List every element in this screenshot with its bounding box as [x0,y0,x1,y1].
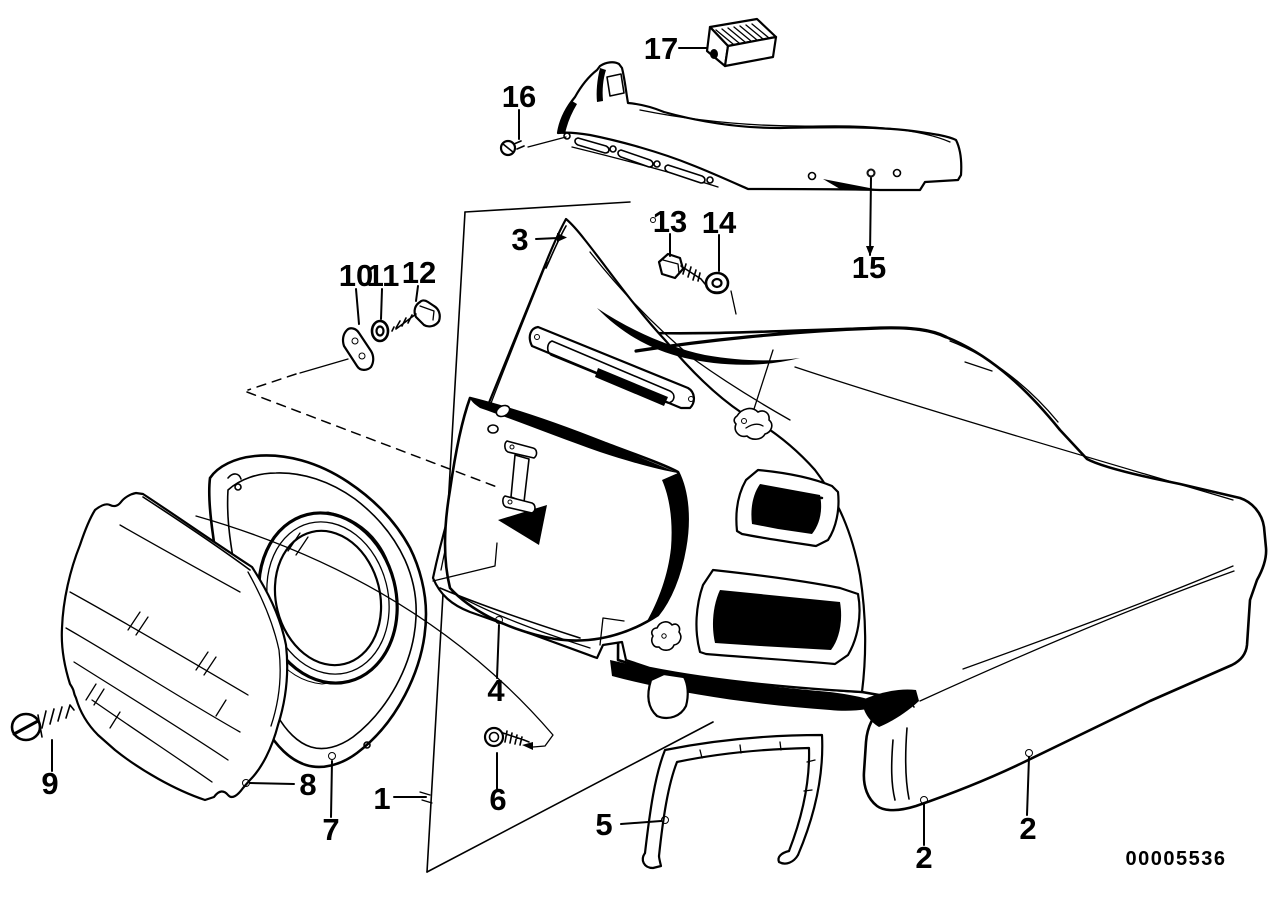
diagram-id-number: 00005536 [1126,848,1227,870]
lower-trim-bracket [641,733,824,870]
callout-8: 8 [299,767,316,802]
callout-10: 10 [339,258,373,293]
callout-6: 6 [489,782,506,817]
callout-4: 4 [487,673,505,708]
screw-6 [483,726,530,748]
side-vent-louvers [695,468,861,666]
plate-10 [341,327,375,371]
headlight-opening [432,396,689,649]
callout-17: 17 [644,31,678,66]
screw-16 [499,139,525,157]
callout-12: 12 [402,255,436,290]
grommet-14 [704,271,730,295]
windshield [60,491,289,802]
washer-11 [370,319,390,343]
bolt-13 [657,252,706,285]
callout-2-right: 2 [1019,811,1036,846]
bolt-12 [391,299,441,332]
callout-16: 16 [502,79,536,114]
lower-clamp-fitting [650,621,682,651]
callout-14: 14 [702,205,737,240]
callout-9: 9 [41,766,58,801]
callout-labels: 1 2 2 3 4 5 6 7 8 9 10 11 12 13 14 15 16… [41,31,1036,875]
instrument-slot [528,325,695,410]
upper-clamp-fitting [733,407,773,440]
lower-bracket-flap [647,672,689,720]
callout-2-left: 2 [915,840,932,875]
callout-13: 13 [653,204,687,239]
windshield-molding-strip [556,61,963,192]
callout-3: 3 [511,222,528,257]
callout-7: 7 [322,812,339,847]
callout-5: 5 [595,807,612,842]
inner-cockpit-panel [431,217,948,694]
shadow-band [610,660,884,720]
mounting-clamp-detail [487,404,538,514]
screw-9 [10,704,75,742]
vent-cover-box [705,17,778,68]
callout-leaders [51,47,1033,846]
construction-lines [195,290,774,750]
callout-11: 11 [367,258,400,293]
callout-1: 1 [373,781,390,816]
callout-15: 15 [852,250,886,285]
